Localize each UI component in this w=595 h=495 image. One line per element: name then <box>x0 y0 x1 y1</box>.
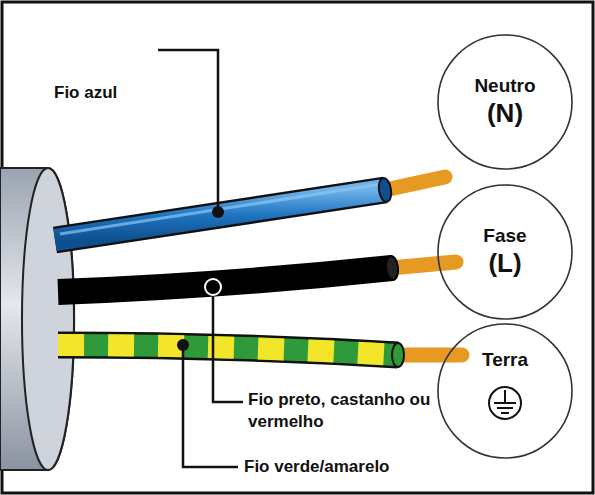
wire-outline <box>58 345 398 355</box>
terminal-name: Terra <box>482 349 528 372</box>
wire-cut-end <box>377 177 393 203</box>
terminal-name: Neutro <box>474 75 535 98</box>
blue-wire <box>55 190 385 240</box>
leader-dot <box>177 339 189 351</box>
black-wire <box>58 268 392 292</box>
terminal-circle: Fase(L) <box>437 184 573 320</box>
wire-outline <box>55 190 385 240</box>
terminal-circle: Terra <box>437 323 573 459</box>
leader-dot <box>205 279 221 295</box>
copper-tip <box>390 262 456 268</box>
earth-wire <box>58 345 398 355</box>
terminal-circle: Neutro(N) <box>437 34 573 170</box>
wire-highlight <box>60 184 382 234</box>
wire-cut-end <box>392 343 404 367</box>
leader-line <box>183 345 238 467</box>
leader-line <box>158 50 218 212</box>
circle-outline <box>437 323 573 459</box>
wire-label: Fio verde/amarelo <box>242 456 392 478</box>
earth-wire-stripes <box>58 345 398 355</box>
wire-label: Fio preto, castanho ou vermelho <box>246 389 435 433</box>
terminal-name: Fase <box>483 225 526 248</box>
terminal-code: (L) <box>488 248 521 279</box>
terminal-code: (N) <box>487 98 523 129</box>
wire-label: Fio azul <box>52 82 119 104</box>
ground-symbol <box>489 387 521 419</box>
leader-line <box>213 295 243 402</box>
cable-end <box>22 168 74 470</box>
wire-cut-end <box>385 255 399 280</box>
cable-sheath <box>0 168 74 470</box>
leader-dot <box>212 206 224 218</box>
